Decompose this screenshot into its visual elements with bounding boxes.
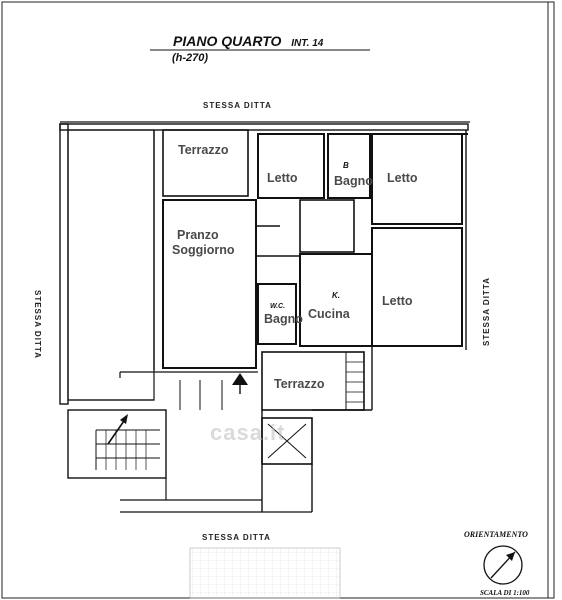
orientation-label: ORIENTAMENTO (464, 530, 528, 539)
letto-2-room (371, 133, 463, 225)
room-label-bagno-2: Bagno (264, 312, 303, 326)
plan-title: PIANO QUARTO INT. 14 (173, 33, 323, 49)
plan-title-unit: INT. 14 (291, 38, 324, 49)
room-label-terrazzo-top: Terrazzo (178, 143, 229, 157)
entrance-arrow-icon (232, 373, 248, 385)
staircase (67, 409, 167, 479)
bottom-neighbor-area (189, 547, 341, 599)
bagno-2-room (257, 283, 297, 345)
plan-height-note: (h-270) (172, 52, 209, 64)
room-label-cucina: Cucina (308, 307, 350, 321)
room-label-bagno-1: Bagno (334, 174, 373, 188)
room-label-letto-3: Letto (382, 294, 413, 308)
letto-3-room (371, 227, 463, 347)
terrazzo-top-room (162, 129, 249, 197)
watermark-logo: casa.it (210, 420, 286, 446)
neighbor-bottom-label: STESSA DITTA (202, 533, 271, 542)
room-tag-bagno-1: B (343, 161, 349, 170)
bagno-1-room (327, 133, 371, 199)
watermark-text: casa.it (210, 420, 286, 445)
top-wall (59, 123, 469, 131)
cucina-room (299, 253, 373, 347)
pranzo-soggiorno-room (162, 199, 257, 369)
room-label-letto-2: Letto (387, 171, 418, 185)
scale-label: SCALA DI 1:100 (480, 589, 530, 597)
neighbor-left-label: STESSA DITTA (33, 290, 42, 359)
neighbor-top-label: STESSA DITTA (203, 101, 272, 110)
left-wall (59, 123, 69, 405)
room-label-soggiorno: Soggiorno (172, 243, 235, 257)
corridor (299, 199, 355, 253)
room-tag-cucina: K. (332, 291, 340, 300)
room-label-pranzo: Pranzo (177, 228, 219, 242)
room-label-letto-1: Letto (267, 171, 298, 185)
left-strip (67, 129, 155, 401)
compass-icon (483, 545, 523, 585)
neighbor-right-label: STESSA DITTA (482, 277, 491, 346)
plan-title-main: PIANO QUARTO (173, 33, 282, 49)
letto-1-room (257, 133, 325, 199)
room-label-terrazzo-bottom: Terrazzo (274, 377, 325, 391)
room-tag-wc: W.C. (270, 303, 286, 310)
